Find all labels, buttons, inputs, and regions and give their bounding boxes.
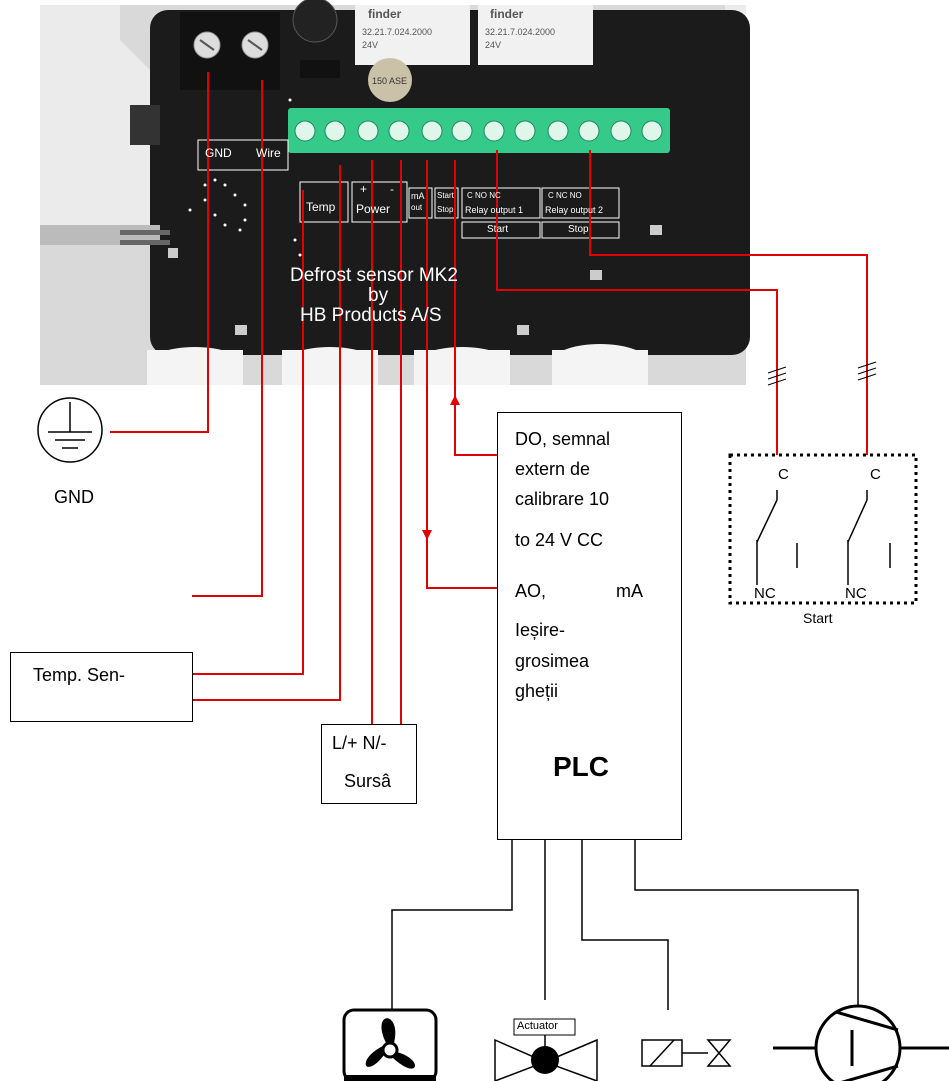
- relay-nc2-label: NC: [845, 585, 867, 602]
- sensor-board-photo: [40, 0, 750, 385]
- relay-nc1-label: NC: [754, 585, 776, 602]
- temp-sensor-label: Temp. Sen-: [33, 665, 126, 685]
- pcb-relay2-pins: C NC NO: [548, 191, 582, 200]
- actuator-label: Actuator: [517, 1020, 558, 1032]
- pcb-power-label: Power: [356, 202, 391, 216]
- ground-label: GND: [54, 487, 94, 507]
- board-name-line1: Defrost sensor MK2: [290, 265, 458, 286]
- sensor-connector: [292, 0, 338, 43]
- terminal-strip: [288, 108, 670, 153]
- plc-do-line4: to 24 V CC: [515, 530, 604, 550]
- plc-ao-left: AO,: [515, 581, 547, 601]
- pcb-wire-label: Wire: [256, 146, 281, 160]
- red-wires: [110, 72, 868, 724]
- relay2-voltage: 24V: [485, 40, 502, 50]
- arrow-down-ma: [422, 530, 432, 540]
- wire-relay-start: [496, 150, 778, 455]
- plc-do-line3: calibrare 10: [515, 489, 610, 509]
- plc-ao-line3: grosimea: [515, 651, 590, 671]
- plc-do-line1: DO, semnal: [515, 429, 611, 449]
- wire-temp-2: [192, 165, 341, 701]
- wire-ma-out: [426, 160, 497, 589]
- relay-c1-label: C: [778, 466, 789, 483]
- actuator-valve-icon: [494, 1018, 598, 1081]
- capacitor-label: 150 ASE: [372, 76, 408, 86]
- pcb-relay1-group: Start: [487, 224, 509, 235]
- relay1-brand: finder: [368, 7, 402, 21]
- pcb-relay1-pins: C NO NC: [467, 191, 501, 200]
- wire-start-stop: [454, 160, 497, 456]
- relay1-code: 32.21.7.024.2000: [362, 27, 433, 37]
- relay-1: [355, 5, 470, 65]
- power-supply-box: L/+ N/- Sursâ: [321, 724, 417, 804]
- pcb-temp-label: Temp: [306, 200, 336, 214]
- plc-output-wires: [391, 840, 859, 1040]
- plc-do-line2: extern de: [515, 459, 591, 479]
- pcb-plus-label: +: [360, 182, 368, 196]
- pcb-relay1-label: Relay output 1: [465, 205, 524, 215]
- relay-c2-label: C: [870, 466, 881, 483]
- pcb-relay2-label: Relay output 2: [545, 205, 604, 215]
- wire-gnd: [110, 72, 209, 433]
- solenoid-valve-icon: [641, 1039, 732, 1067]
- relay-caption: Start: [803, 610, 833, 626]
- pcb-gnd-label: GND: [205, 146, 232, 160]
- plc-title: PLC: [553, 751, 609, 782]
- capacitor: [368, 58, 412, 102]
- pcb-ma-sub: out: [411, 203, 423, 212]
- relay1-voltage: 24V: [362, 40, 379, 50]
- pcb-start-label: Start: [437, 191, 454, 200]
- power-supply-line2: Sursâ: [344, 771, 392, 791]
- fan-icon: [342, 1008, 438, 1081]
- board-name-line2: by: [368, 285, 389, 306]
- plc-ao-line2: Ieșire-: [515, 620, 566, 640]
- temp-sensor-box: Temp. Sen-: [10, 652, 193, 722]
- plc-ao-line4: gheții: [515, 681, 559, 701]
- wire-relay-stop: [589, 150, 868, 455]
- arrow-up-start: [450, 395, 460, 405]
- pcb-stop-label: Stop: [437, 205, 454, 214]
- pcb-ma-label: mA: [411, 191, 425, 201]
- plc-box: DO, semnal extern de calibrare 10 to 24 …: [497, 412, 682, 840]
- pcb-minus-label: -: [390, 182, 394, 196]
- wire-shield: [192, 80, 263, 597]
- ground-symbol: [37, 397, 103, 463]
- relay2-code: 32.21.7.024.2000: [485, 27, 556, 37]
- pcb-board: [150, 10, 750, 355]
- power-supply-line1: L/+ N/-: [332, 733, 387, 753]
- wire-temp-1: [192, 190, 304, 675]
- pcb-relay2-group: Stop: [568, 224, 589, 235]
- plc-ao-right: mA: [616, 581, 643, 601]
- relay-switch-group: [728, 453, 918, 605]
- relay2-brand: finder: [490, 7, 524, 21]
- pump-icon: [773, 1004, 949, 1081]
- relay-2: [478, 5, 593, 65]
- cable-hash-marks: [767, 361, 877, 386]
- board-name-line3: HB Products A/S: [300, 305, 442, 326]
